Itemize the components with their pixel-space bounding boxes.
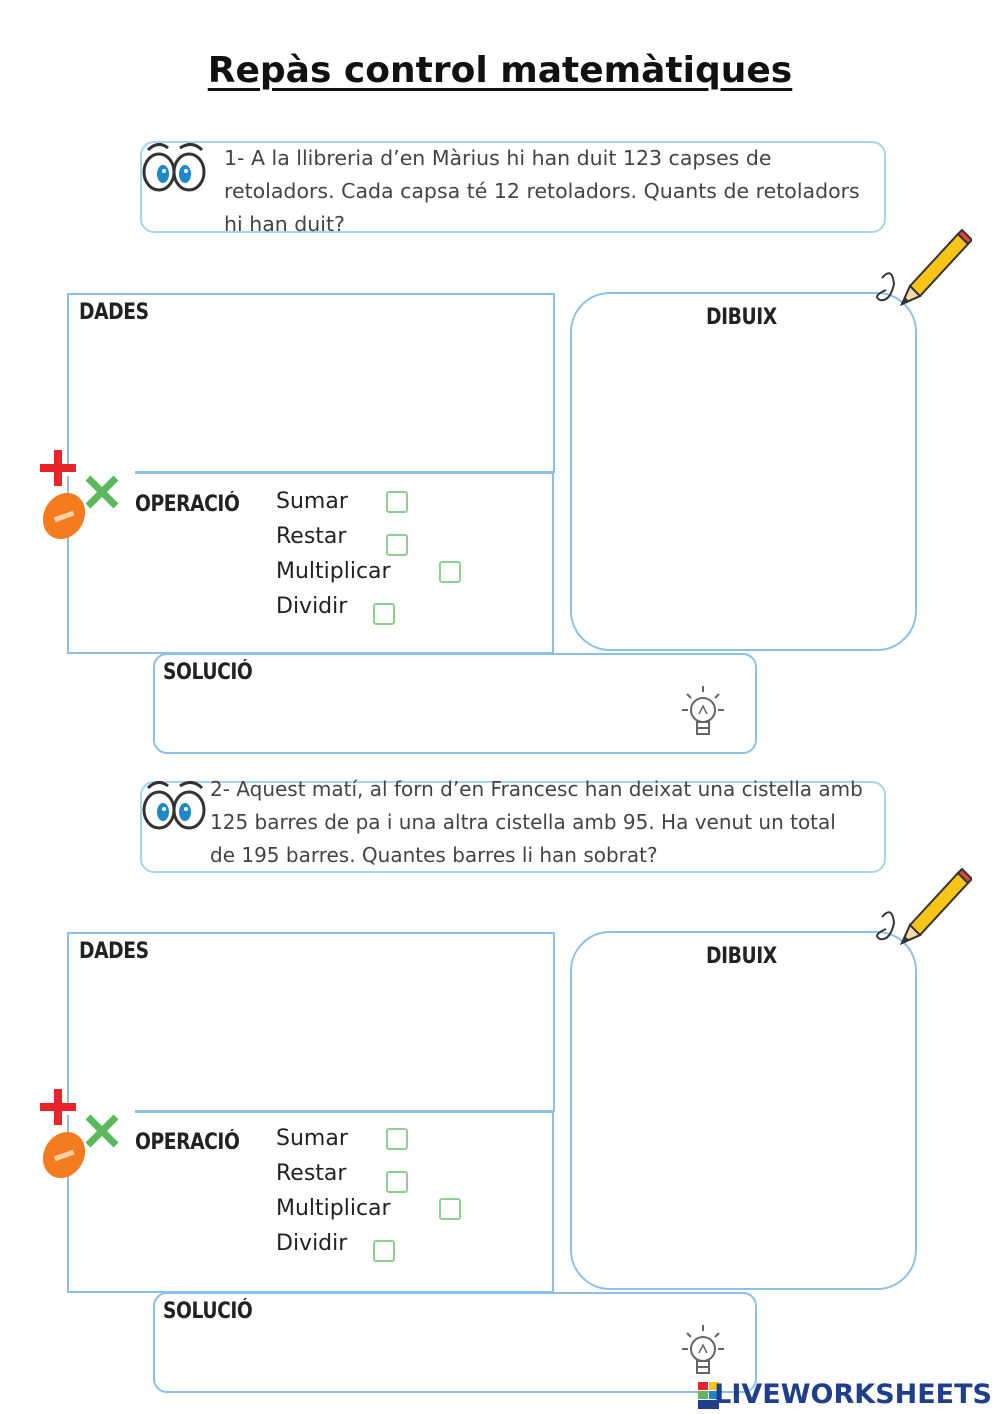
dades-label: DADES (79, 300, 149, 325)
solucio-label: SOLUCIÓ (163, 1299, 253, 1324)
dades-label: DADES (79, 939, 149, 964)
option-dividir: Dividir (276, 594, 348, 619)
pencil-icon (876, 228, 972, 306)
checkbox-dividir[interactable] (373, 1240, 395, 1262)
option-multiplicar: Multiplicar (276, 559, 391, 584)
option-sumar: Sumar (276, 489, 348, 514)
question-text: 1- A la llibreria d’en Màrius hi han dui… (224, 146, 860, 236)
question-box (140, 141, 886, 233)
eyes-icon (142, 781, 206, 830)
option-restar: Restar (276, 1161, 347, 1186)
dibuix-box[interactable] (570, 292, 917, 651)
option-sumar: Sumar (276, 1126, 348, 1151)
operacio-label: OPERACIÓ (135, 492, 240, 517)
liveworksheets-logo-icon (698, 1382, 719, 1409)
pencil-icon (876, 867, 972, 945)
checkbox-dividir[interactable] (373, 603, 395, 625)
footer-brand[interactable]: LIVEWORKSHEETS (714, 1379, 992, 1410)
math-operations-icon (40, 450, 119, 540)
option-multiplicar: Multiplicar (276, 1196, 391, 1221)
math-operations-icon (40, 1089, 119, 1179)
operacio-gap (67, 1109, 135, 1115)
lightbulb-icon (682, 686, 724, 735)
dibuix-label: DIBUIX (706, 944, 777, 969)
question-box (140, 781, 886, 873)
dibuix-label: DIBUIX (706, 305, 777, 330)
dibuix-box[interactable] (570, 931, 917, 1290)
option-dividir: Dividir (276, 1231, 348, 1256)
eyes-icon (142, 143, 206, 192)
question-text: 2- Aquest matí, al forn d’en Francesc ha… (210, 777, 863, 867)
checkbox-multiplicar[interactable] (439, 561, 461, 583)
checkbox-sumar[interactable] (386, 491, 408, 513)
checkbox-multiplicar[interactable] (439, 1198, 461, 1220)
option-restar: Restar (276, 524, 347, 549)
solucio-box[interactable] (153, 1292, 757, 1393)
lightbulb-icon (682, 1325, 724, 1374)
page-title: Repàs control matemàtiques (207, 50, 793, 91)
solucio-label: SOLUCIÓ (163, 660, 253, 685)
checkbox-sumar[interactable] (386, 1128, 408, 1150)
checkbox-restar[interactable] (386, 534, 408, 556)
operacio-label: OPERACIÓ (135, 1130, 240, 1155)
operacio-gap (67, 470, 135, 476)
checkbox-restar[interactable] (386, 1171, 408, 1193)
solucio-box[interactable] (153, 653, 757, 754)
